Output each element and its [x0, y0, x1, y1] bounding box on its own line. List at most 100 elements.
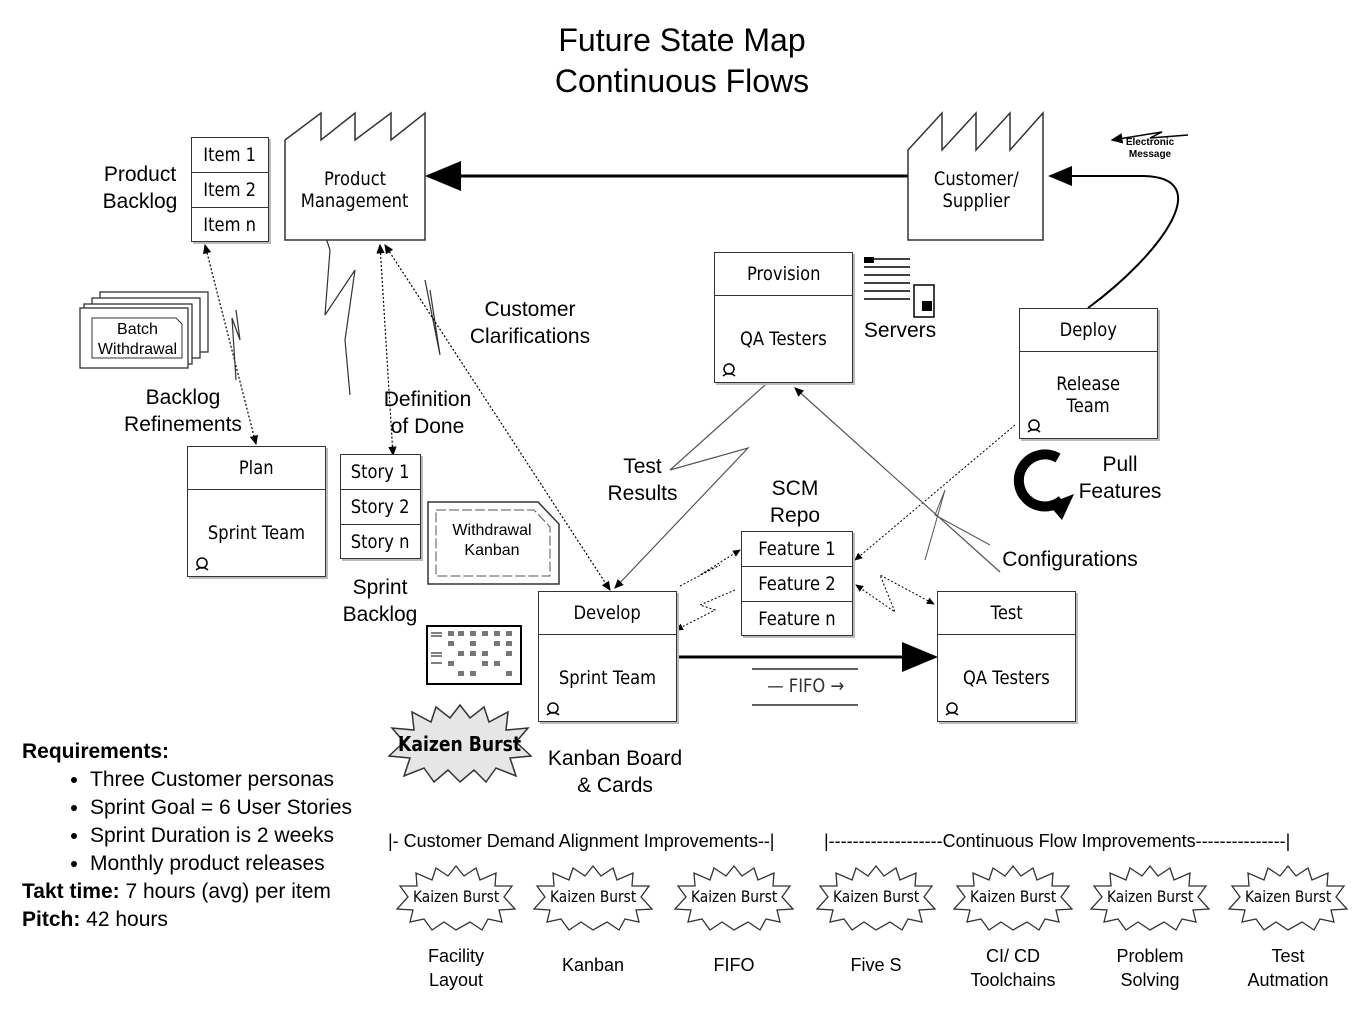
batch-withdrawal-kanban-icon [79, 291, 209, 369]
kaizen-burst-label: Kaizen Burst [1106, 887, 1194, 906]
configurations-label: Configurations [1002, 548, 1138, 571]
scm-test-zigzag [855, 573, 935, 614]
electronic-message-arrow [1110, 131, 1189, 144]
customer-supplier-factory-icon [907, 111, 1044, 241]
requirements-list: Three Customer personas Sprint Goal = 6 … [22, 766, 352, 878]
requirement-item: Three Customer personas [90, 766, 352, 794]
withdrawal-kanban-icon [427, 501, 560, 585]
takt-time: Takt time: 7 hours (avg) per item [22, 880, 331, 903]
kaizen-burst-icon [533, 864, 653, 931]
deploy-to-customer-arrow [1048, 166, 1180, 309]
kanban-board-icon [426, 625, 522, 685]
kaizen-burst-icon [396, 864, 516, 931]
story-item: Story n [351, 531, 410, 553]
kaizen-burst-main-icon [387, 703, 533, 784]
sprint-backlog-stack: Story 1 Story 2 Story n [340, 454, 421, 559]
operator-icon [722, 363, 736, 377]
develop-scm-zigzag-1 [679, 549, 741, 587]
customer-supplier-label: Customer/ Supplier [933, 168, 1019, 212]
feature-item: Feature 1 [758, 538, 836, 560]
develop-process-box: Develop Sprint Team [538, 591, 677, 722]
plan-process-box: Plan Sprint Team [187, 446, 326, 577]
kanban-board-label: Kanban Board& Cards [547, 747, 683, 797]
kaizen-burst-label: Kaizen Burst [1244, 887, 1332, 906]
operator-icon [546, 702, 560, 716]
kaizen-burst-label: Kaizen Burst [549, 887, 637, 906]
kaizen-burst-icon [953, 864, 1073, 931]
kaizen-burst-main-label: Kaizen Burst [398, 732, 522, 756]
deploy-process-box: Deploy Release Team [1019, 308, 1158, 439]
kaizen-burst-label: Kaizen Burst [832, 887, 920, 906]
requirements-heading: Requirements: [22, 740, 170, 763]
product-backlog-stack: Item 1 Item 2 Item n [191, 137, 269, 242]
pm-to-develop-dotted [384, 243, 611, 592]
deploy-body-line2: Team [1066, 395, 1111, 417]
pull-arrow-icon [1013, 449, 1074, 520]
plan-body: Sprint Team [207, 522, 306, 544]
page-subtitle: Continuous Flows [554, 63, 810, 99]
story-item: Story 1 [351, 461, 410, 483]
provision-to-develop-zigzag [614, 384, 766, 589]
test-to-provision-line [794, 387, 1001, 573]
kaizen-burst-icon [1228, 864, 1348, 931]
develop-body: Sprint Team [558, 667, 657, 689]
customer-demand-header: |- Customer Demand Alignment Improvement… [388, 831, 775, 851]
provision-header: Provision [746, 263, 821, 285]
story-item: Story 2 [351, 496, 410, 518]
product-management-factory-icon [284, 111, 426, 241]
kaizen-burst-label: Kaizen Burst [969, 887, 1057, 906]
operator-icon [195, 557, 209, 571]
feature-item: Feature 2 [758, 573, 836, 595]
operator-icon [1027, 419, 1041, 433]
requirement-item: Monthly product releases [90, 850, 352, 878]
kaizen-burst-icon [816, 864, 936, 931]
test-header: Test [990, 602, 1023, 624]
zigzag-plan-to-backlog [231, 309, 241, 381]
servers-icon [864, 257, 935, 318]
requirement-item: Sprint Duration is 2 weeks [90, 822, 352, 850]
page-title: Future State Map [558, 22, 806, 58]
provision-process-box: Provision QA Testers [714, 252, 853, 383]
backlog-item: Item 1 [203, 144, 257, 166]
test-process-box: Test QA Testers [937, 591, 1076, 722]
improvement-label: Kanban [561, 955, 625, 975]
requirements-block: Requirements: Three Customer personas Sp… [22, 738, 352, 934]
operator-icon [945, 702, 959, 716]
product-management-label: Product Management [301, 168, 409, 212]
deploy-body-line1: Release [1056, 373, 1121, 395]
zigzag-customer-clarifications [424, 279, 441, 356]
feature-item: Feature n [758, 608, 836, 630]
test-body: QA Testers [963, 667, 1050, 689]
requirement-item: Sprint Goal = 6 User Stories [90, 794, 352, 822]
improvement-label: Five S [850, 955, 902, 975]
kaizen-burst-icon [1090, 864, 1210, 931]
kaizen-burst-label: Kaizen Burst [690, 887, 778, 906]
develop-scm-zigzag-2 [675, 589, 736, 631]
plan-header: Plan [239, 457, 274, 479]
deploy-header: Deploy [1059, 319, 1118, 341]
backlog-item: Item n [203, 214, 257, 236]
scm-repo-stack: Feature 1 Feature 2 Feature n [741, 531, 853, 636]
kaizen-burst-label: Kaizen Burst [412, 887, 500, 906]
pitch: Pitch: 42 hours [22, 908, 168, 931]
improvement-label: FIFO [713, 955, 755, 975]
provision-body: QA Testers [740, 328, 827, 350]
zigzag-to-product-management [324, 234, 356, 396]
configurations-zigzag [924, 489, 991, 561]
fifo-label: — FIFO → [767, 675, 845, 697]
